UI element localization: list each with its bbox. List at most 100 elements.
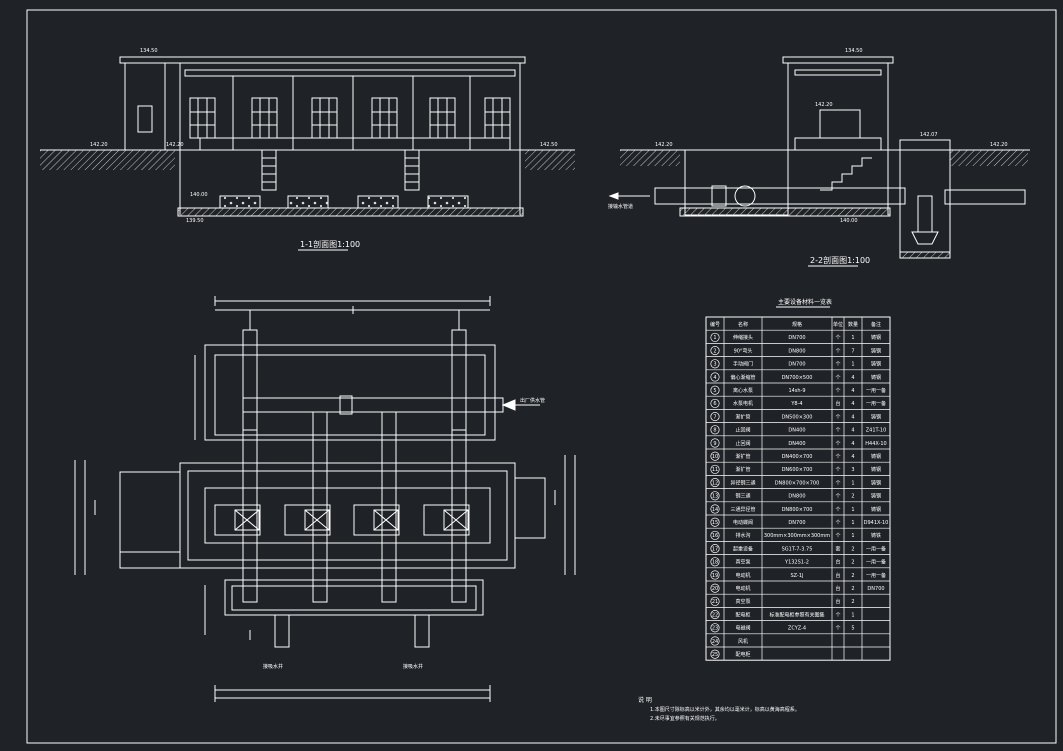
ground-hatch	[950, 150, 1028, 166]
table-cell: 2	[851, 599, 854, 605]
row-number-circle	[710, 451, 720, 461]
gallery-railing	[794, 137, 882, 151]
table-cell: 台	[835, 585, 840, 592]
pump-unit	[357, 195, 399, 209]
stairs	[261, 149, 420, 191]
table-cell: 22	[712, 612, 718, 618]
base-slab	[177, 207, 524, 217]
row-number-circle	[710, 649, 720, 659]
table-header-cell: 名称	[738, 321, 748, 328]
row-number-circle	[710, 596, 720, 606]
table-cell: 个	[835, 480, 840, 486]
pump-hall-inner	[187, 470, 508, 561]
row-number-circle	[710, 517, 720, 527]
suction-well-floor	[899, 251, 951, 259]
table-cell: 11	[712, 467, 718, 473]
table-cell: 1	[851, 335, 854, 341]
row-number-circle	[710, 425, 720, 435]
table-cell: DN400	[788, 428, 805, 434]
table-cell: 2	[713, 348, 716, 354]
table-cell: 个	[835, 428, 840, 434]
table-cell: 台	[835, 572, 840, 579]
section-2-2	[608, 56, 1030, 259]
table-cell: Z41T-10	[866, 428, 887, 434]
inlet-label: 接吸水井	[263, 663, 283, 670]
table-cell: 个	[835, 507, 840, 513]
table-cell: 铸钢	[871, 506, 881, 513]
stair-room	[119, 551, 181, 569]
table-cell: 个	[835, 348, 840, 354]
table-title: 主要设备材料一览表	[778, 298, 832, 306]
discharge-chamber-inner	[214, 354, 486, 436]
crane	[794, 69, 882, 76]
table-cell: 24	[712, 639, 718, 645]
table-cell: 真空泵	[735, 559, 750, 566]
table-cell: DN600×700	[782, 467, 813, 473]
table-cell: 4	[851, 454, 854, 460]
row-number-circle	[710, 464, 720, 474]
table-cell: 铸钢	[871, 413, 881, 420]
section-2-2-labels: 134.50 142.20 142.20 142.07 142.20 140.0…	[608, 48, 1008, 224]
table-cell: 电动蝶阀	[733, 519, 753, 526]
table-cell: DN800	[788, 348, 805, 354]
row-number-circle	[710, 583, 720, 593]
table-cell: 一用一备	[866, 387, 886, 394]
table-cell: 15	[712, 520, 718, 526]
table-cell: 风机	[738, 638, 748, 645]
table-cell: 异径钢三通	[730, 479, 755, 486]
base-slab	[679, 207, 891, 217]
table-cell: 7	[713, 414, 716, 420]
table-cell: 个	[835, 414, 840, 420]
elevation-label: 139.50	[186, 218, 204, 224]
annex-right	[514, 477, 546, 539]
table-cell: 18	[712, 560, 718, 566]
roof-slab	[119, 56, 526, 64]
table-cell: 5	[851, 626, 854, 632]
ground-hatch-right	[525, 150, 575, 170]
table-cell: 台	[835, 559, 840, 566]
table-cell: ZCYZ-4	[788, 626, 806, 632]
table-cell: SG1T-7-3.75	[782, 546, 813, 552]
table-cell: 20	[712, 586, 718, 592]
sheet-border	[26, 9, 1057, 744]
table-cell: 1	[713, 335, 716, 341]
table-cell: SZ-1J	[791, 573, 804, 579]
pump-hall-outer	[179, 462, 516, 569]
elevation-label: 140.00	[190, 192, 208, 198]
table-cell: 个	[835, 335, 840, 341]
table-cell: 铸钢	[871, 374, 881, 381]
table-cell: 个	[835, 533, 840, 539]
table-cell: DN700×500	[782, 375, 813, 381]
inlet-label: 接吸水井	[403, 663, 423, 670]
note-item: 2.未尽事宜参照有关规范执行。	[650, 715, 720, 722]
table-cell: 台	[835, 598, 840, 605]
table-cell: 4	[851, 428, 854, 434]
table-cell: 1	[851, 520, 854, 526]
table-cell: 300mm×300mm×300mm	[764, 533, 830, 539]
row-number-circle	[710, 636, 720, 646]
table-cell: DN700	[788, 335, 805, 341]
stair-flight	[820, 157, 872, 191]
elevation-label: 134.50	[140, 48, 158, 54]
table-cell: DN400	[788, 441, 805, 447]
annex-room	[124, 62, 166, 151]
table-cell: 23	[712, 626, 718, 632]
pump-unit	[427, 195, 469, 209]
row-number-circle	[710, 438, 720, 448]
pump-room-floor	[204, 487, 491, 544]
table-cell: 12	[712, 480, 718, 486]
table-cell: 10	[712, 454, 718, 460]
table-cell: DN700	[788, 362, 805, 368]
crane-beam	[184, 69, 516, 77]
table-cell: DN800×700	[782, 507, 813, 513]
table-cell: 3	[713, 362, 716, 368]
table-cell: DN800×700×700	[775, 480, 820, 486]
table-cell: 排水沟	[735, 532, 750, 539]
header-valve	[339, 395, 353, 415]
table-header-cell: 数量	[848, 321, 858, 328]
table-cell: 一用一备	[866, 572, 886, 579]
table-cell: 电动机	[735, 572, 750, 579]
table-cell: 4	[851, 375, 854, 381]
table-cell: 电动机	[735, 585, 750, 592]
elevation-label: 142.07	[920, 132, 938, 138]
